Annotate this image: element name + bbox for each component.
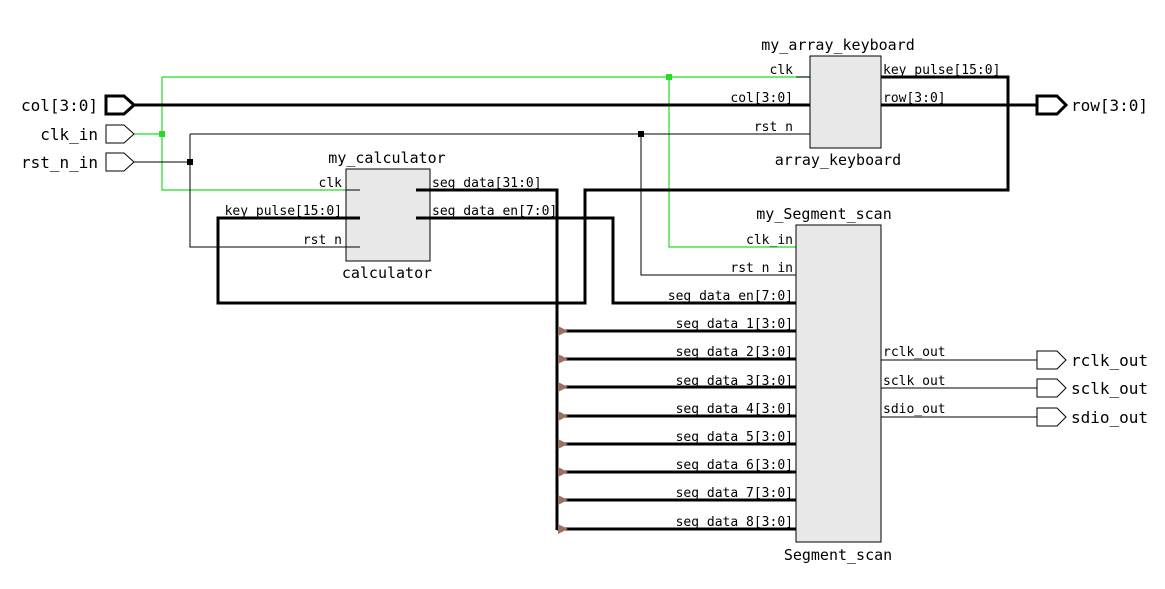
segment-seg-data-pins: seg_data_1[3:0] seg_data_2[3:0] seg_data…	[676, 317, 793, 530]
bus-ripper-icon	[558, 326, 568, 336]
keyboard-pin-col: col[3:0]	[730, 91, 793, 106]
keyboard-instance-name: my_array_keyboard	[761, 36, 915, 54]
port-sdio-out-label: sdio_out	[1071, 408, 1148, 427]
segment-pin-seg-data-7: seg_data_7[3:0]	[676, 486, 793, 501]
reset-junction	[187, 159, 193, 165]
segment-pin-seg-data-5: seg_data_5[3:0]	[676, 430, 793, 445]
bus-ripper-icon	[558, 524, 568, 534]
segment-instance-name: my_Segment_scan	[756, 205, 891, 223]
seg-data-en-bus[interactable]	[430, 216, 810, 305]
segment-pin-seg-data-2: seg_data_2[3:0]	[676, 345, 793, 360]
segment-pin-sdio-out: sdio_out	[883, 402, 946, 417]
calculator-pin-seg-data: seg_data[31:0]	[432, 176, 542, 191]
segment-pin-sclk-out: sclk_out	[883, 374, 946, 389]
segment-pin-seg-data-en: seg_data_en[7:0]	[668, 289, 793, 304]
clock-junction	[159, 131, 165, 137]
port-sdio-out[interactable]: sdio_out	[1036, 407, 1148, 427]
segment-pin-seg-data-6: seg_data_6[3:0]	[676, 458, 793, 473]
calculator-module-name: calculator	[342, 264, 432, 282]
port-rclk-out-label: rclk_out	[1071, 351, 1148, 370]
calculator-pin-seg-data-en: seg_data_en[7:0]	[432, 204, 557, 219]
port-clk-in-label: clk_in	[40, 125, 98, 144]
calculator-instance-name: my_calculator	[328, 149, 445, 167]
keyboard-pin-row: row[3:0]	[883, 91, 946, 106]
port-row[interactable]: row[3:0]	[1035, 94, 1148, 116]
port-rclk-out[interactable]: rclk_out	[1036, 350, 1148, 370]
bus-ripper-icon	[558, 467, 568, 477]
calculator-pin-key-pulse: key_pulse[15:0]	[225, 204, 342, 219]
port-sclk-out-label: sclk_out	[1071, 379, 1148, 398]
bus-ripper-icon	[558, 439, 568, 449]
segment-pin-rst-n-in: rst_n_in	[730, 261, 793, 276]
port-clk-in[interactable]: clk_in	[40, 124, 135, 144]
port-col[interactable]: col[3:0]	[21, 94, 137, 116]
keyboard-block[interactable]: my_array_keyboard array_keyboard clk col…	[730, 36, 1000, 169]
calculator-pin-clk: clk	[319, 176, 343, 191]
port-rst-n-in[interactable]: rst_n_in	[21, 152, 135, 172]
keyboard-pin-key-pulse: key_pulse[15:0]	[883, 63, 1000, 78]
segment-pin-seg-data-3: seg_data_3[3:0]	[676, 374, 793, 389]
segment-pin-seg-data-8: seg_data_8[3:0]	[676, 515, 793, 530]
keyboard-pin-rst-n: rst_n	[754, 120, 793, 135]
key-pulse-bus[interactable]	[216, 75, 1010, 305]
segment-block[interactable]: my_Segment_scan Segment_scan clk_in rst_…	[668, 205, 946, 564]
bus-ripper-icon	[558, 354, 568, 364]
clock-junction	[666, 74, 672, 80]
bus-ripper-icon	[558, 382, 568, 392]
keyboard-pin-clk: clk	[770, 63, 794, 78]
segment-pin-rclk-out: rclk_out	[883, 345, 946, 360]
calculator-block[interactable]: my_calculator calculator clk key_pulse[1…	[225, 149, 558, 282]
seg-data-branches	[557, 326, 810, 534]
segment-pin-seg-data-1: seg_data_1[3:0]	[676, 317, 793, 332]
reset-net[interactable]	[134, 131, 810, 276]
calculator-pin-rst-n: rst_n	[303, 233, 342, 248]
port-col-label: col[3:0]	[21, 96, 98, 115]
bus-ripper-icon	[558, 411, 568, 421]
port-sclk-out[interactable]: sclk_out	[1036, 378, 1148, 398]
reset-junction	[638, 131, 644, 137]
keyboard-module-name: array_keyboard	[775, 151, 901, 169]
seg-data-bus[interactable]	[430, 188, 559, 530]
port-row-label: row[3:0]	[1071, 96, 1148, 115]
clock-net[interactable]	[134, 74, 810, 248]
bus-ripper-icon	[558, 495, 568, 505]
port-rst-n-in-label: rst_n_in	[21, 153, 98, 172]
segment-pin-seg-data-4: seg_data_4[3:0]	[676, 402, 793, 417]
segment-pin-clk-in: clk_in	[746, 233, 793, 248]
segment-module-name: Segment_scan	[784, 546, 892, 564]
